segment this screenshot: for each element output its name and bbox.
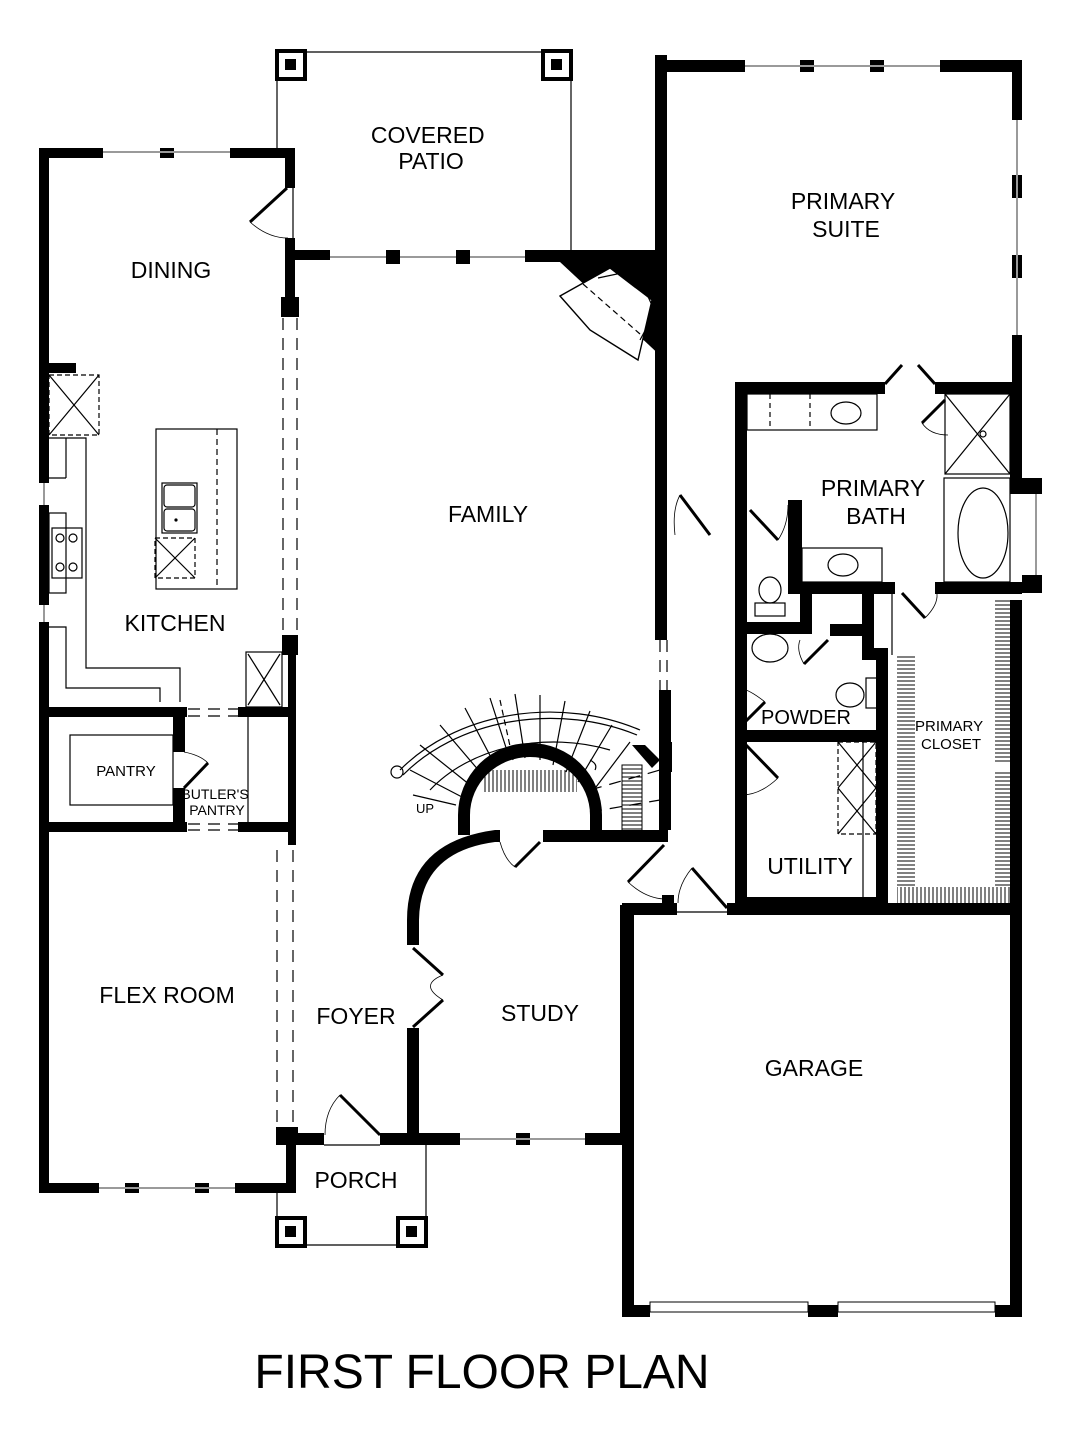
room-label-garage: GARAGE [765, 1055, 863, 1081]
plan-title: FIRST FLOOR PLAN [254, 1346, 709, 1399]
staircase [390, 693, 672, 835]
room-label-study: STUDY [501, 1000, 579, 1026]
room-label-covered-patio: COVERED PATIO [371, 122, 491, 174]
stair-up-label: UP [416, 801, 434, 816]
column-icon [275, 49, 307, 81]
room-label-porch: PORCH [314, 1167, 397, 1193]
refrigerator [245, 635, 298, 845]
column-icon [396, 1216, 428, 1248]
powder-walls [735, 594, 888, 914]
column-icon [541, 49, 573, 81]
column-icon [275, 1216, 307, 1248]
kitchen-counters [48, 374, 181, 702]
primary-closet [891, 594, 1015, 903]
dining-walls [39, 148, 330, 363]
kitchen-island [154, 428, 238, 590]
room-label-kitchen: KITCHEN [125, 610, 226, 636]
room-label-pantry: PANTRY [96, 763, 155, 780]
pantry-walls [39, 707, 296, 832]
fireplace-icon [558, 267, 656, 362]
room-label-foyer: FOYER [316, 1003, 395, 1029]
room-label-primary-suite: PRIMARY SUITE [791, 188, 901, 242]
room-label-primary-bath: PRIMARY BATH [821, 475, 931, 529]
room-label-dining: DINING [131, 257, 212, 283]
room-label-primary-closet: PRIMARY CLOSET [915, 718, 987, 753]
porch-area [275, 1093, 428, 1248]
room-label-flex-room: FLEX ROOM [99, 982, 234, 1008]
covered-patio-area [275, 49, 573, 250]
primary-bath-walls [735, 363, 1042, 902]
flex-room-walls [39, 832, 298, 1193]
family-hall-door [673, 494, 712, 536]
primary-suite-walls [655, 60, 1022, 385]
dining-door [248, 186, 289, 239]
room-label-butlers-pantry: BUTLER'S PANTRY [181, 786, 252, 818]
room-label-powder: POWDER [761, 707, 851, 729]
kitchen-walls [39, 363, 76, 712]
room-label-family: FAMILY [448, 501, 528, 527]
utility-walls [735, 741, 885, 909]
room-label-utility: UTILITY [767, 853, 853, 879]
